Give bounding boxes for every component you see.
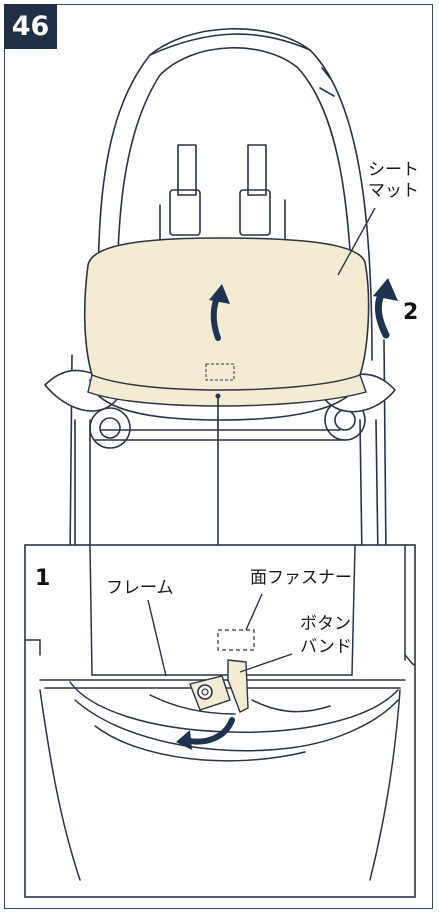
button-band xyxy=(227,659,249,713)
seat-mat xyxy=(83,237,370,393)
button-band-label-line2: バンド xyxy=(300,637,352,657)
frame-leader xyxy=(147,599,167,677)
velcro-mark-inset xyxy=(217,629,255,651)
button-band-leader xyxy=(239,653,293,673)
page-frame xyxy=(4,4,433,909)
backrest-outer xyxy=(97,28,373,361)
snap-button xyxy=(197,684,213,700)
frame-label: フレーム xyxy=(106,578,174,598)
button-band-label-line1: ボタン xyxy=(300,614,351,634)
inset-box xyxy=(24,544,416,898)
velcro-label: 面ファスナー xyxy=(250,568,352,588)
step-number-badge: 46 xyxy=(4,4,57,49)
step-two-number: 2 xyxy=(403,300,419,325)
backrest-inner xyxy=(116,47,355,361)
velcro-leader xyxy=(245,593,263,631)
seat-mat-leader xyxy=(337,207,376,276)
step-one-number: 1 xyxy=(35,566,51,591)
seat-mat-label-line2: マット xyxy=(368,181,419,201)
seat-mat-label-line1: シート xyxy=(368,160,419,180)
velcro-mark-top xyxy=(205,363,235,381)
